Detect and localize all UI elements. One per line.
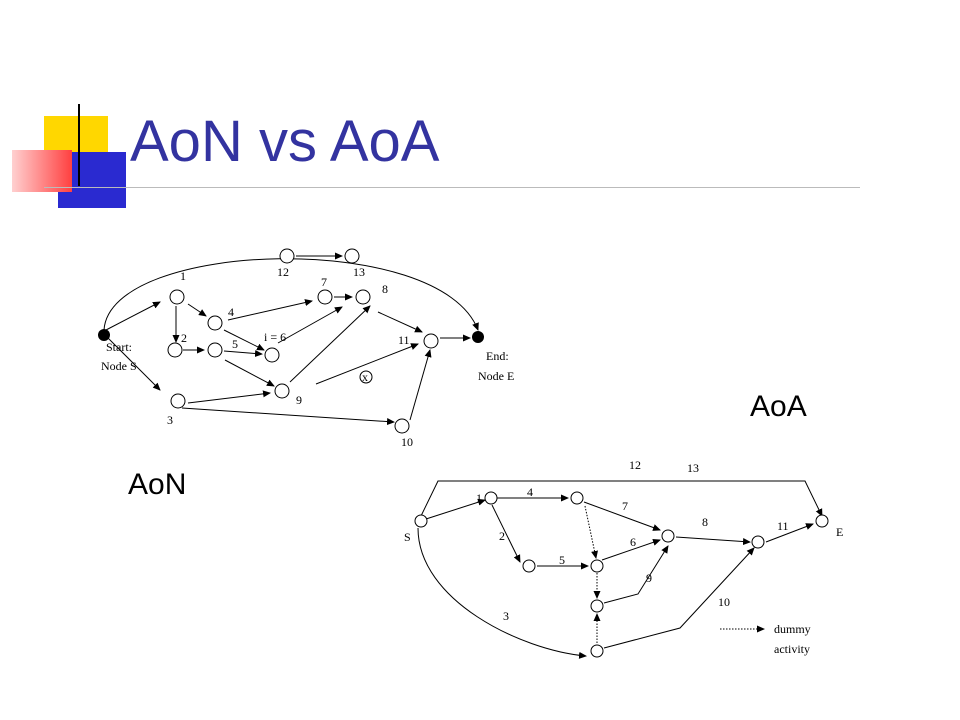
- aon-edge-s-e-arc: [103, 258, 479, 331]
- aon-edge-3-10: [181, 407, 395, 426]
- aoa-label-10: 10: [718, 595, 730, 609]
- aon-label-1: 1: [180, 269, 186, 283]
- aon-node-7: [317, 289, 333, 305]
- aon-edge-4-6: [223, 329, 265, 351]
- aoa-label-3: 3: [503, 609, 509, 623]
- aoa-node-f: [590, 599, 604, 613]
- aoa-label-2: 2: [499, 529, 505, 543]
- aoa-edge-8: [675, 536, 751, 546]
- aon-label-2: 2: [181, 331, 187, 345]
- slide-title: AoN vs AoA: [130, 109, 440, 174]
- aon-label-10: 10: [401, 435, 413, 449]
- aoa-edge-1: [425, 498, 486, 520]
- aoa-label-5: 5: [559, 553, 565, 567]
- aon-edge-9-11: [315, 343, 419, 385]
- aoa-start-label: S: [404, 530, 411, 544]
- aoa-label-13: 13: [687, 461, 699, 475]
- aon-edge-8-11: [377, 311, 423, 333]
- aoa-edge-12-13: [420, 480, 823, 517]
- aoa-edge-6: [601, 538, 661, 561]
- aon-node-1: [169, 289, 185, 305]
- aon-node-12: [279, 248, 295, 264]
- aoa-node-d: [590, 559, 604, 573]
- aoa-label-12: 12: [629, 458, 641, 472]
- aon-node-13: [344, 248, 360, 264]
- aoa-label-4: 4: [527, 485, 533, 499]
- aon-label-12: 12: [277, 265, 289, 279]
- aon-marker-circle: [359, 370, 373, 384]
- aon-label-3: 3: [167, 413, 173, 427]
- aon-edge-9-8: [289, 305, 371, 383]
- deco-vertical-line: [78, 104, 80, 186]
- aon-edge-3-9: [187, 390, 271, 404]
- aoa-edge-3: [417, 527, 587, 659]
- aon-label-6: i = 6: [264, 330, 286, 344]
- aon-node-9: [274, 383, 290, 399]
- aon-label-13: 13: [353, 265, 365, 279]
- aon-edge-6-8: [277, 306, 343, 344]
- aoa-label-11: 11: [777, 519, 789, 533]
- deco-horizontal-line: [44, 187, 860, 188]
- aoa-edge-9-path: [603, 545, 669, 604]
- aon-label-7: 7: [321, 275, 327, 289]
- aon-node-11: [423, 333, 439, 349]
- aon-edge-5-6: [223, 349, 263, 357]
- aon-node-2: [167, 342, 183, 358]
- aoa-node-e: [815, 514, 829, 528]
- aoa-label-1: 1: [476, 491, 482, 505]
- aon-node-6: [264, 347, 280, 363]
- aoa-edge-2: [491, 504, 521, 563]
- aoa-edge-11: [765, 523, 814, 543]
- aon-node-5: [207, 342, 223, 358]
- aon-label-4: 4: [228, 305, 234, 319]
- aon-edge-5-9: [224, 359, 275, 387]
- aoa-legend-line-1: dummy: [774, 622, 811, 636]
- aon-edge-1-4: [187, 303, 207, 317]
- aon-label-5: 5: [232, 337, 238, 351]
- aon-label-9: 9: [296, 393, 302, 407]
- aon-heading: AoN: [128, 468, 187, 501]
- aon-edge-10-11: [409, 349, 432, 421]
- aon-diagram: 1 2 3 4 5 i = 6 7 8 9 10 11 12 13 x Star…: [98, 248, 514, 449]
- aoa-edge-10: [603, 547, 755, 649]
- aoa-dummy-7-5: [584, 505, 598, 559]
- aon-label-8: 8: [382, 282, 388, 296]
- aoa-node-c: [522, 559, 536, 573]
- aoa-label-6: 6: [630, 535, 636, 549]
- aoa-node-i: [751, 535, 765, 549]
- aoa-legend-line-2: activity: [774, 642, 810, 656]
- aon-node-8: [355, 289, 371, 305]
- aoa-label-8: 8: [702, 515, 708, 529]
- aon-node-4: [207, 315, 223, 331]
- deco-red-square: [12, 150, 72, 192]
- aoa-node-a: [484, 491, 498, 505]
- aoa-label-9: 9: [646, 571, 652, 585]
- aoa-diagram: 1 2 3 4 5 6 7 8 9 10 11 12 13 S E dummy …: [404, 458, 843, 659]
- aon-end-node: [472, 331, 484, 343]
- aoa-node-g: [590, 644, 604, 658]
- aoa-edge-7: [583, 501, 661, 531]
- aon-end-label-1: End:: [486, 349, 509, 363]
- aon-label-11: 11: [398, 333, 410, 347]
- aoa-node-h: [661, 529, 675, 543]
- aon-node-10: [394, 418, 410, 434]
- aon-edge-s-1: [105, 301, 161, 331]
- aon-start-node: [98, 329, 110, 341]
- aoa-end-label: E: [836, 525, 843, 539]
- aoa-heading: AoA: [750, 390, 807, 423]
- aoa-label-7: 7: [622, 499, 628, 513]
- aon-start-label-2: Node S: [101, 359, 137, 373]
- aoa-node-b: [570, 491, 584, 505]
- aon-edge-s-3: [107, 337, 161, 391]
- aon-node-3: [170, 393, 186, 409]
- aon-marker-label: x: [362, 370, 368, 384]
- aon-start-label-1: Start:: [106, 340, 132, 354]
- aon-end-label-2: Node E: [478, 369, 514, 383]
- aon-edge-4-7: [227, 299, 313, 321]
- aoa-node-s: [414, 514, 428, 528]
